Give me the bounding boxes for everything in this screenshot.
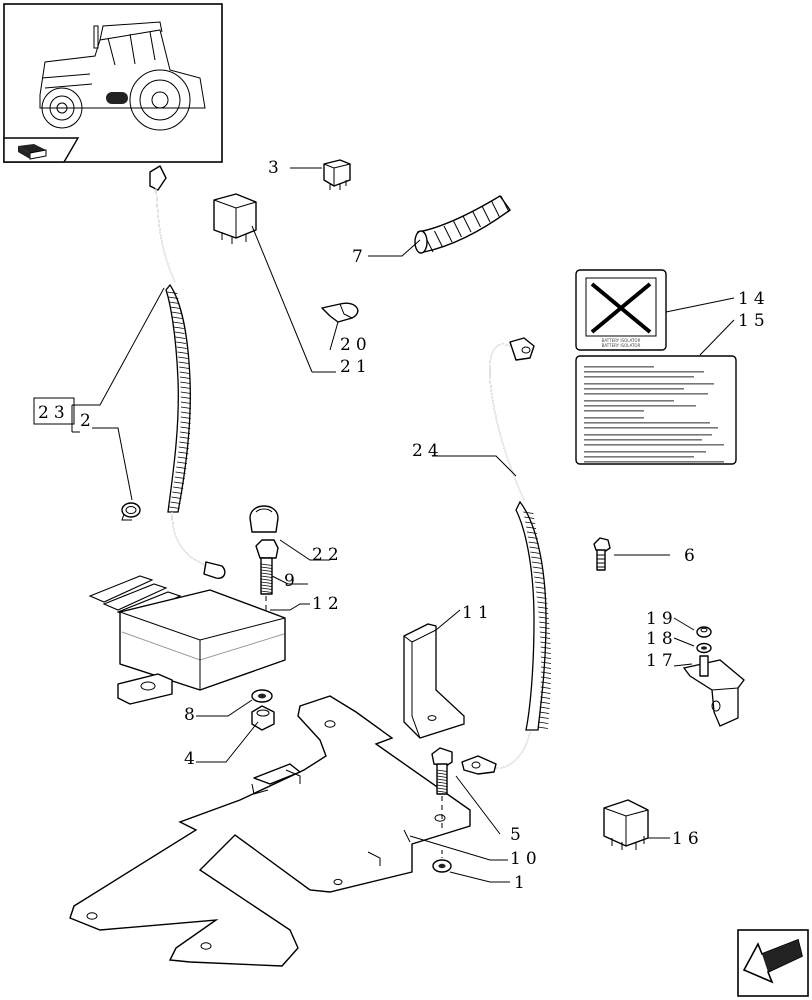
part-control-unit[interactable]: [88, 575, 286, 705]
part-hose-clamp[interactable]: [121, 502, 141, 521]
part-nut-4[interactable]: [251, 705, 275, 731]
part-angle-bracket[interactable]: [403, 623, 465, 739]
part-bolt-5[interactable]: [431, 747, 453, 858]
part-relay[interactable]: [213, 193, 257, 244]
callout-4[interactable]: 4: [184, 749, 200, 769]
part-washer-1[interactable]: [432, 859, 452, 873]
part-battery-cable-left[interactable]: [149, 165, 226, 580]
callout-24[interactable]: 24: [412, 441, 444, 461]
svg-text:BATTERY ISOLATOR: BATTERY ISOLATOR: [602, 343, 641, 348]
part-bolt-6[interactable]: [593, 537, 611, 571]
part-terminal-cap[interactable]: [249, 505, 279, 533]
callout-22[interactable]: 22: [312, 545, 344, 565]
part-instruction-label-15[interactable]: [575, 355, 737, 465]
part-stud-bracket[interactable]: [682, 655, 745, 727]
callout-14[interactable]: 14: [738, 289, 770, 309]
callout-6[interactable]: 6: [684, 546, 700, 566]
part-bolt-9[interactable]: [255, 539, 279, 628]
part-washer-18[interactable]: [696, 642, 712, 654]
callout-15[interactable]: 15: [738, 311, 770, 331]
callout-8[interactable]: 8: [184, 705, 200, 725]
callout-labels: 3 7 20 21 14 15 24 23 2 22 9 12 8 4 11 5…: [38, 158, 770, 893]
callout-7[interactable]: 7: [352, 247, 368, 267]
part-battery-cable-right[interactable]: [461, 337, 552, 775]
callout-5[interactable]: 5: [510, 825, 526, 845]
callout-1[interactable]: 1: [514, 873, 530, 893]
part-corrugated-sleeve[interactable]: [414, 195, 511, 254]
part-relay-16[interactable]: [603, 799, 649, 850]
callout-21[interactable]: 21: [340, 357, 372, 377]
tractor-thumbnail-icon[interactable]: [3, 3, 223, 163]
part-warning-label-14[interactable]: BATTERY ISOLATOR BATTERY ISOLATOR: [575, 269, 667, 351]
callout-19[interactable]: 19: [646, 609, 678, 629]
callout-17[interactable]: 17: [646, 651, 678, 671]
callout-3[interactable]: 3: [268, 158, 284, 178]
section-book-icon: [18, 144, 47, 160]
part-washer-8[interactable]: [251, 689, 273, 703]
callout-23[interactable]: 23: [38, 403, 70, 423]
callout-18[interactable]: 18: [646, 629, 678, 649]
next-page-arrow-icon[interactable]: [737, 929, 809, 997]
callout-11[interactable]: 11: [462, 603, 494, 623]
part-small-relay[interactable]: [323, 159, 351, 190]
callout-16[interactable]: 16: [672, 829, 704, 849]
part-nut-19[interactable]: [696, 626, 712, 638]
leader-lines: [71, 167, 735, 883]
callout-12[interactable]: 12: [312, 594, 344, 614]
svg-text:BATTERY ISOLATOR: BATTERY ISOLATOR: [602, 338, 641, 343]
callout-2[interactable]: 2: [80, 411, 96, 431]
callout-9[interactable]: 9: [284, 571, 300, 591]
callout-box-23: [33, 397, 75, 425]
callout-10[interactable]: 10: [510, 849, 542, 869]
callout-20[interactable]: 20: [340, 335, 372, 355]
part-mounting-plate[interactable]: [69, 695, 471, 967]
part-clip[interactable]: [321, 302, 359, 323]
